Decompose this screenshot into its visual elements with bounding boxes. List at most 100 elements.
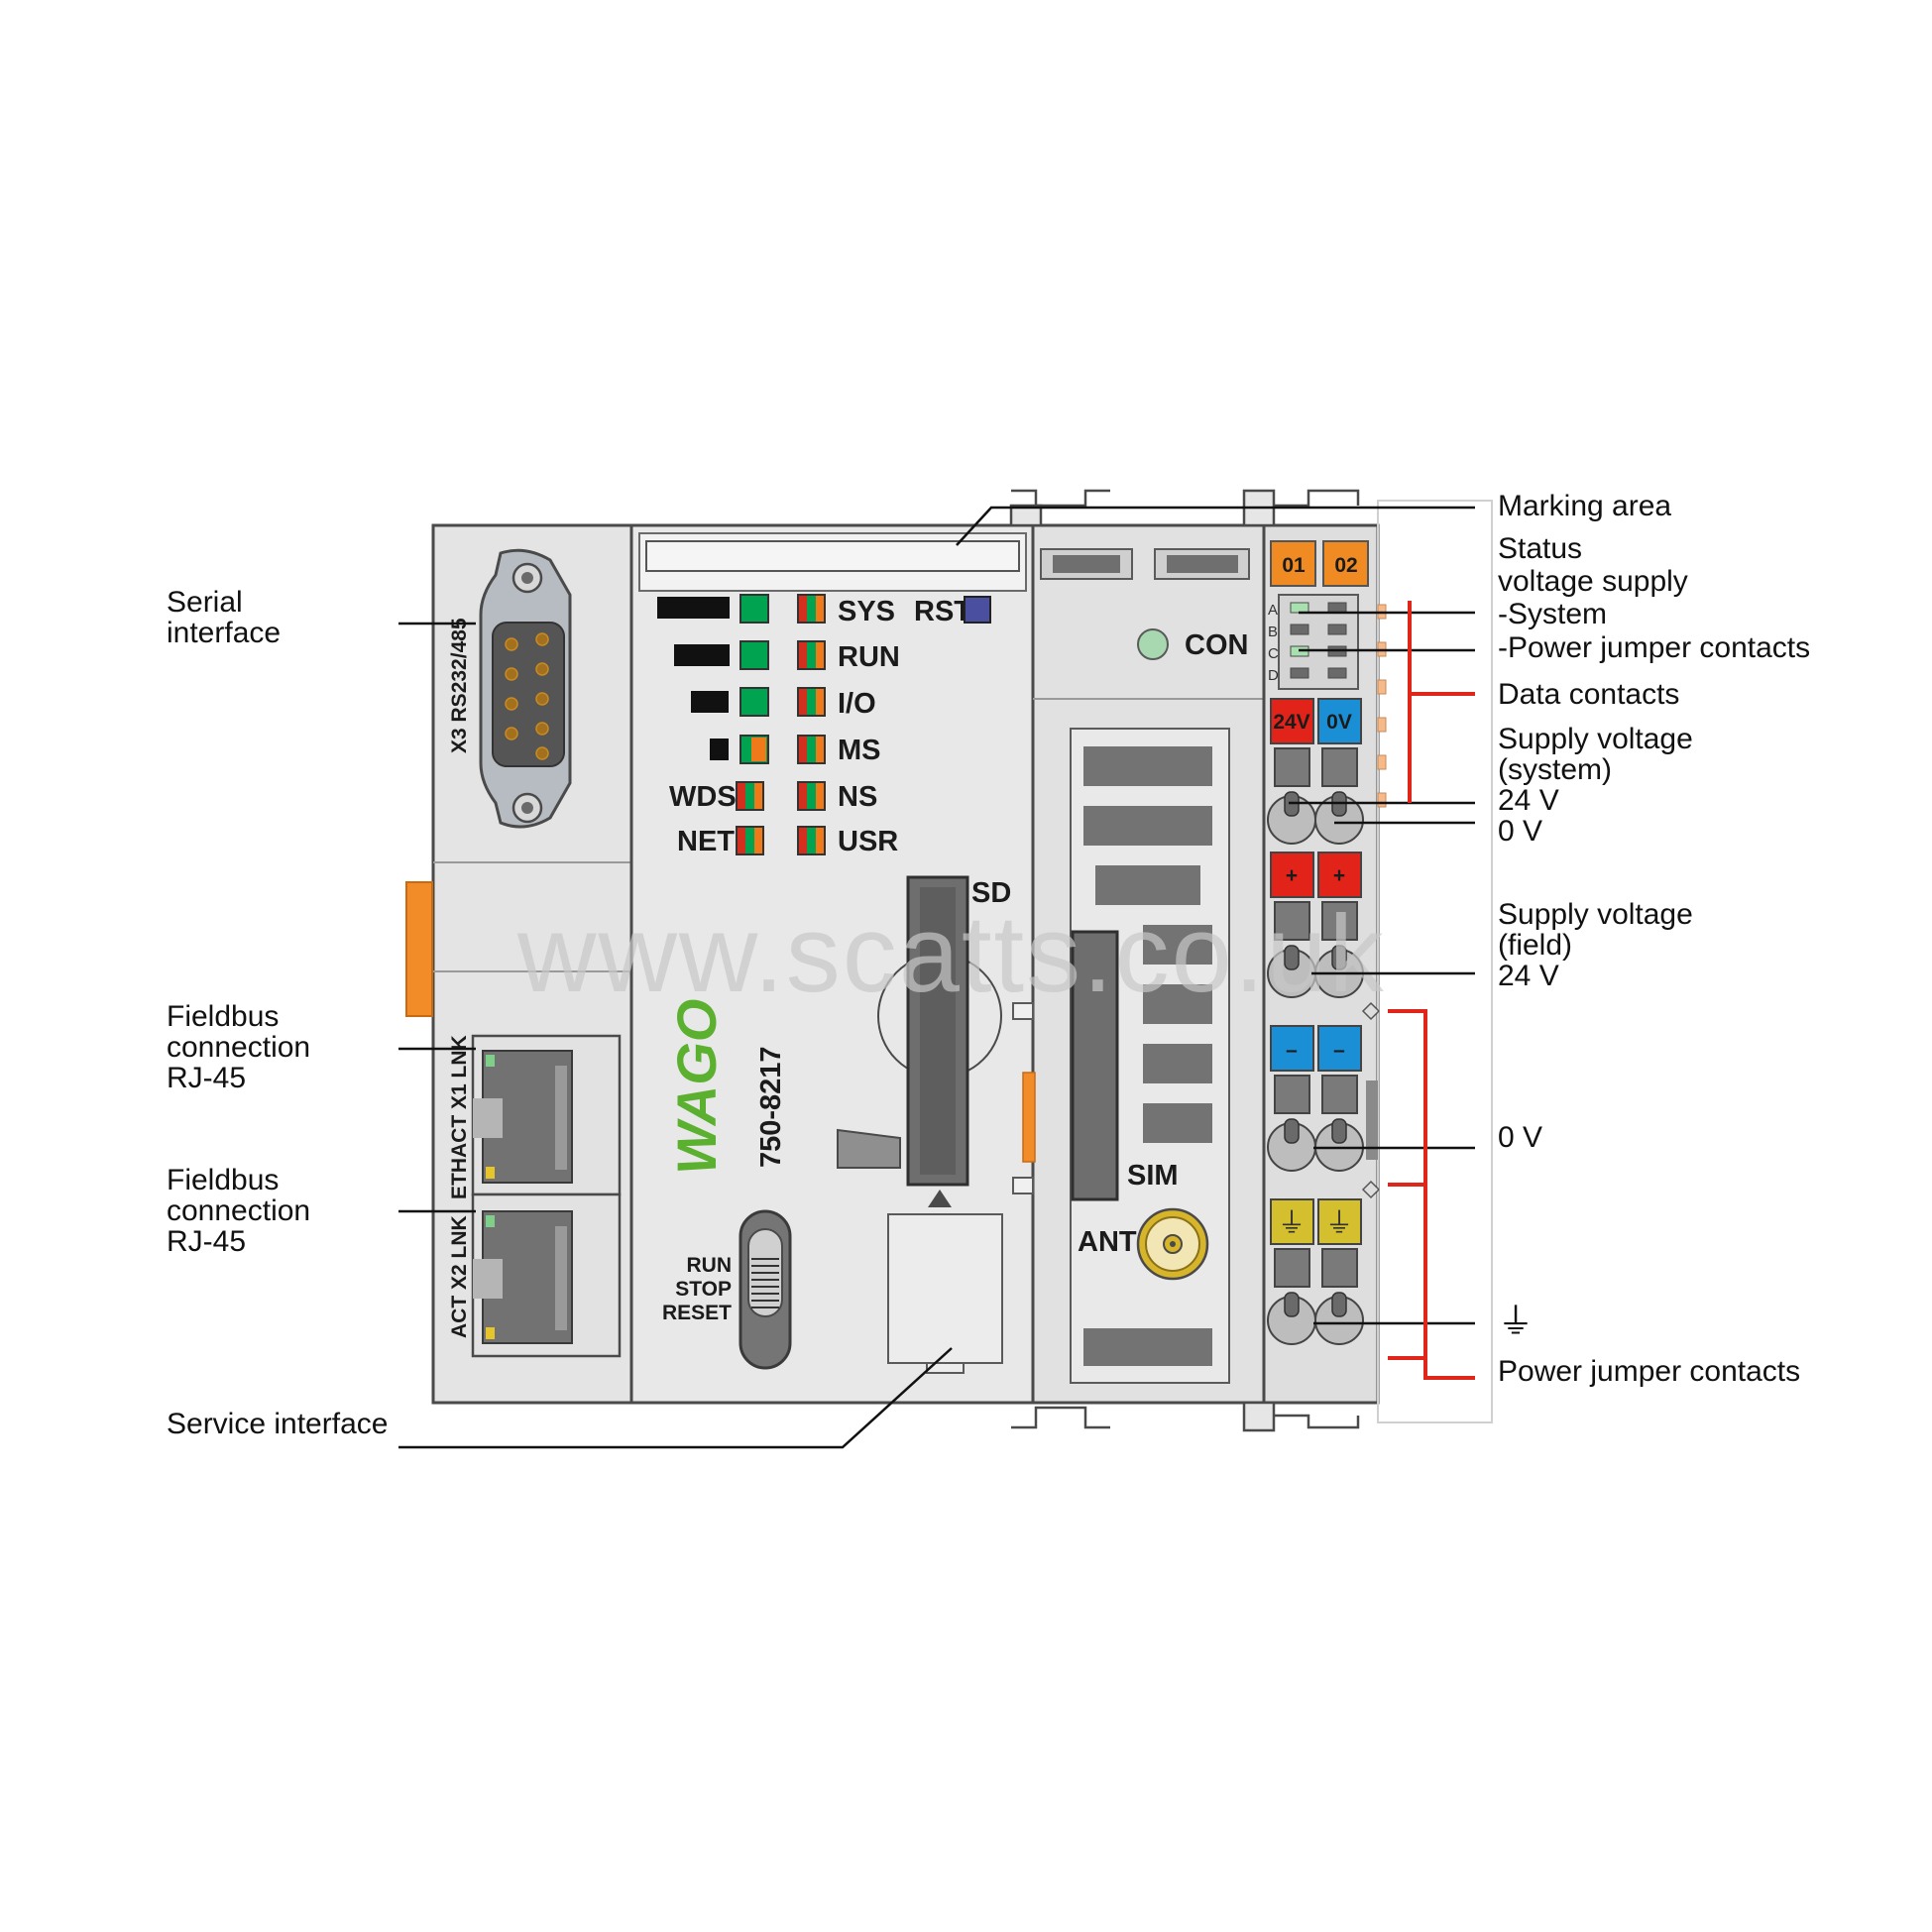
- tricolor-leds: [736, 594, 826, 855]
- channel-label-02: [1322, 540, 1369, 587]
- serial-port-label: X3 RS232/485: [448, 618, 471, 753]
- din-clips: [1009, 489, 1360, 1432]
- callout-data-contacts: Data contacts: [1498, 678, 1679, 711]
- callout-fieldbus1-1: Fieldbus: [167, 1000, 279, 1033]
- callout-status-4: -Power jumper contacts: [1498, 631, 1810, 664]
- clamp-slot: [1284, 1292, 1300, 1317]
- plus-text-1: +: [1286, 864, 1298, 887]
- antenna-connector[interactable]: [1136, 1207, 1209, 1281]
- status-row-d: D: [1268, 667, 1279, 684]
- led-green-3: [739, 687, 769, 717]
- model-number: 750-8217: [755, 1046, 787, 1168]
- callout-power-jumper: Power jumper contacts: [1498, 1355, 1800, 1388]
- clamp-slot: [1331, 945, 1347, 970]
- led-label-usr: USR: [838, 826, 898, 857]
- terminal-push-button[interactable]: [1321, 747, 1358, 787]
- led-label-io: I/O: [838, 688, 876, 720]
- led-label-sys: SYS: [838, 596, 895, 627]
- callout-status-2: voltage supply: [1498, 565, 1688, 598]
- callouts-right: Marking area Status voltage supply -Syst…: [1498, 490, 1810, 1388]
- terminal-push-button[interactable]: [1274, 1248, 1310, 1288]
- callout-fieldbus2-1: Fieldbus: [167, 1164, 279, 1196]
- callout-supply-system-4: 0 V: [1498, 815, 1542, 848]
- terminal-push-button[interactable]: [1274, 1075, 1310, 1114]
- led-green-2: [739, 640, 769, 670]
- tricolor-led-3: [797, 687, 826, 717]
- field-minus-label-1: [1270, 1025, 1314, 1072]
- terminal-push-button[interactable]: [1274, 901, 1310, 941]
- slide-latch: [837, 1128, 901, 1169]
- sim-module-front: CON SIM ANT: [1040, 548, 1250, 1366]
- terminal-push-button[interactable]: [1274, 747, 1310, 787]
- clamp-slot: [1284, 1118, 1300, 1144]
- led-label-ms: MS: [838, 735, 881, 766]
- callout-earth-symbol: ⏚: [1498, 1301, 1534, 1341]
- callouts-left: Serial interface Fieldbus connection RJ-…: [167, 586, 388, 1440]
- callout-status-1: Status: [1498, 532, 1582, 565]
- side-connector: [405, 881, 433, 1017]
- supply-0v-text: 0V: [1326, 711, 1352, 734]
- x1-lnk-led: [486, 1055, 495, 1067]
- status-row-b: B: [1268, 624, 1278, 640]
- clamp-slot: [1331, 1118, 1347, 1144]
- led-label-wds: WDS: [669, 781, 737, 813]
- plus-text-2: +: [1333, 864, 1345, 887]
- sd-eject-arrow: [928, 1190, 952, 1207]
- led-ms-left: [739, 735, 769, 764]
- callout-status-3: -System: [1498, 598, 1607, 630]
- rst-label: RST: [914, 596, 971, 627]
- channel-text-01: 01: [1282, 554, 1306, 577]
- callout-supply-field-2: (field): [1498, 929, 1572, 962]
- callout-fieldbus2-3: RJ-45: [167, 1225, 246, 1258]
- supply-0v-label: [1317, 698, 1362, 744]
- tricolor-led-2: [797, 640, 826, 670]
- callout-supply-system-2: (system): [1498, 753, 1612, 786]
- eth-x2-label: ACT X2 LNK: [448, 1215, 471, 1338]
- serial-port: X3 RS232/485: [448, 548, 572, 829]
- led-green-1: [739, 594, 769, 624]
- status-row-a: A: [1268, 602, 1278, 619]
- callout-service: Service interface: [167, 1408, 388, 1440]
- ethernet-ports: ETHACT X1 LNK ACT X2 LNK: [448, 1034, 622, 1358]
- callout-fieldbus1-3: RJ-45: [167, 1062, 246, 1094]
- minus-text-2: –: [1333, 1039, 1345, 1062]
- led-panel: SYS RUN I/O MS NS USR WDS NET RST: [657, 594, 991, 857]
- callout-supply-system-1: Supply voltage: [1498, 723, 1693, 755]
- supply-24v-label: [1270, 698, 1314, 744]
- watermark: www.scatts.co.uk: [516, 893, 1386, 1015]
- earth-text-1: ⏚: [1278, 1207, 1306, 1238]
- callout-zero-v: 0 V: [1498, 1121, 1542, 1154]
- tricolor-led-1: [797, 594, 826, 624]
- callout-supply-system-3: 24 V: [1498, 784, 1559, 817]
- terminal-push-button[interactable]: [1321, 1075, 1358, 1114]
- supply-24v-text: 24V: [1273, 711, 1309, 734]
- terminal-push-button[interactable]: [1321, 1248, 1358, 1288]
- x2-lnk-led: [486, 1215, 495, 1227]
- switch-label-run: RUN: [687, 1254, 733, 1277]
- tricolor-led-left-1: [736, 781, 764, 811]
- field-plus-label-1: [1270, 852, 1314, 898]
- x1-act-led: [486, 1167, 495, 1179]
- led-label-ns: NS: [838, 781, 877, 813]
- ant-label: ANT: [1078, 1226, 1137, 1258]
- channel-label-01: [1270, 540, 1316, 587]
- callout-serial-1: Serial: [167, 586, 243, 619]
- sim-card-slot[interactable]: [1071, 930, 1119, 1201]
- end-plate: [1377, 500, 1493, 1423]
- switch-label-stop: STOP: [675, 1278, 732, 1301]
- terminal-module-front: 01 02 A B C D 24V 0V +: [1267, 540, 1387, 1345]
- tricolor-led-left-2: [736, 826, 764, 855]
- earth-text-2: ⏚: [1325, 1207, 1353, 1238]
- callout-fieldbus2-2: connection: [167, 1194, 310, 1227]
- earth-label-2: [1317, 1198, 1362, 1245]
- rst-button[interactable]: [964, 596, 991, 624]
- status-row-c: C: [1268, 645, 1279, 662]
- minus-text-1: –: [1286, 1039, 1298, 1062]
- clamp-slot: [1284, 945, 1300, 970]
- callout-supply-field-1: Supply voltage: [1498, 898, 1693, 931]
- callout-supply-field-3: 24 V: [1498, 960, 1559, 992]
- leader-lines: [398, 506, 1475, 1449]
- service-interface-flap[interactable]: [887, 1213, 1003, 1364]
- terminal-push-button[interactable]: [1321, 901, 1358, 941]
